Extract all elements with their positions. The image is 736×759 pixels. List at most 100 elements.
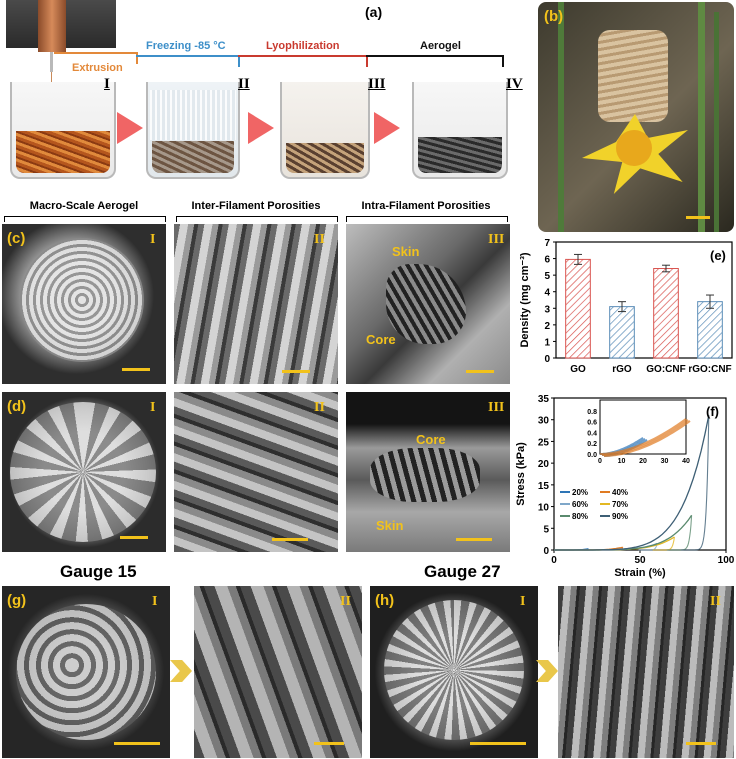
stage-label-extrusion: Extrusion (72, 62, 123, 74)
f-x-tick-label: 0 (551, 555, 557, 566)
f-inset-x-tick-label: 30 (661, 458, 669, 465)
f-inset-y-tick-label: 0.8 (587, 409, 597, 416)
stage-label-lyophilization: Lyophilization (266, 40, 340, 52)
gauge-15-title: Gauge 15 (60, 562, 137, 581)
extruder-syringe (38, 0, 66, 52)
f-inset-curve-40pct (599, 418, 687, 455)
stage-bracket-freezing (136, 55, 240, 67)
beaker-extrusion (10, 82, 116, 179)
column-bracket-macro (4, 216, 166, 222)
scale-bar-c-i (122, 368, 150, 371)
stage-bracket-extrusion (54, 52, 138, 64)
f-unload-70pct (652, 536, 675, 551)
f-x-tick-label: 100 (718, 555, 735, 566)
panel-d-numeral-ii: II (314, 400, 325, 415)
e-x-tick-label: GO (570, 364, 586, 375)
extruder-needle (50, 52, 53, 72)
f-y-tick-label: 30 (538, 416, 550, 427)
e-bar-rgo (609, 306, 635, 359)
column-header-macro: Macro-Scale Aerogel (29, 200, 139, 212)
f-unload-60pct (638, 543, 658, 551)
f-inset-x-tick-label: 0 (598, 458, 602, 465)
f-y-axis-label: Stress (kPa) (515, 442, 527, 506)
f-curve-90pct (554, 415, 710, 551)
numeral-iii: III (368, 76, 386, 92)
aerogel-cylinder (598, 30, 668, 122)
panel-g-label: (g) (7, 592, 27, 609)
stage-label-freezing: Freezing -85 °C (146, 40, 226, 52)
panel-g-numeral-ii: II (340, 594, 351, 609)
scale-bar-c-ii (282, 370, 310, 373)
f-inset-curve-40pct (601, 419, 689, 456)
leaf-3 (714, 12, 719, 232)
skin-label-c: Skin (392, 244, 420, 259)
f-x-axis: 0 50 100 (551, 550, 735, 566)
f-y-tick-label: 10 (538, 503, 550, 514)
column-header-intra: Intra-Filament Porosities (361, 200, 491, 212)
beaker-lyophilization (280, 82, 370, 179)
scale-bar-g-ii (314, 742, 344, 745)
panel-d-numeral-i: I (150, 400, 156, 415)
scale-bar-c-iii (466, 370, 494, 373)
f-inset-y-tick-label: 0.6 (587, 420, 597, 427)
panel-d-sem-intra: Core Skin III (346, 392, 510, 552)
f-legend-label: 20% (572, 488, 588, 497)
scale-bar-g-i (114, 742, 160, 745)
panel-f-label: (f) (706, 404, 719, 419)
column-bracket-inter (176, 216, 338, 222)
scale-bar-d-ii (272, 538, 308, 541)
panel-h-numeral-ii: II (710, 594, 721, 609)
stage-bracket-lyophilization (238, 55, 368, 67)
e-x-tick-label: GO:CNF (646, 364, 685, 375)
f-x-tick-label: 50 (634, 555, 646, 566)
f-legend-label: 80% (572, 512, 588, 521)
panel-c-label: (c) (7, 230, 26, 247)
panel-h-sem-i: (h) I (370, 586, 538, 758)
f-unload-90pct (680, 415, 710, 551)
process-arrow-1 (117, 112, 143, 144)
beaker-aerogel (412, 82, 508, 179)
panel-d-numeral-iii: III (488, 400, 505, 415)
panel-a-label: (a) (365, 4, 383, 20)
scale-bar-h-i (470, 742, 526, 745)
panel-g-sem-ii: II (194, 586, 362, 758)
filament-ball (20, 238, 144, 362)
core-label-d: Core (416, 432, 446, 447)
f-inset-curve-40pct (603, 420, 691, 457)
panel-d-sem-macro: (d) I (2, 392, 166, 552)
f-y-tick-label: 20 (538, 459, 550, 470)
panel-e-label: (e) (710, 248, 726, 263)
stage-bracket-aerogel (366, 55, 504, 67)
f-inset-x-tick-label: 40 (682, 458, 690, 465)
panel-c-numeral-iii: III (488, 232, 505, 247)
beaker-freezing (146, 82, 240, 179)
column-bracket-intra (346, 216, 508, 222)
e-plot-frame (555, 241, 733, 359)
core-label-c: Core (366, 332, 396, 347)
e-bar-go (565, 258, 591, 359)
e-bars (565, 253, 723, 359)
numeral-ii: II (238, 76, 250, 92)
porous-core-d (370, 448, 480, 502)
f-inset-y-tick-label: 0.0 (587, 452, 597, 459)
panel-g-sem-i: (g) I (2, 586, 170, 758)
process-arrow-3 (374, 112, 400, 144)
f-legend-label: 40% (612, 488, 628, 497)
porous-core (386, 264, 466, 344)
e-y-tick-label: 5 (544, 271, 550, 282)
e-y-tick-label: 2 (544, 321, 550, 332)
e-x-tick-label: rGO (612, 364, 632, 375)
f-y-tick-label: 5 (543, 524, 549, 535)
f-inset-y-tick-label: 0.4 (587, 430, 597, 437)
f-inset-x-tick-label: 10 (618, 458, 626, 465)
panel-c-sem-inter: II (174, 224, 338, 384)
e-y-tick-label: 3 (544, 304, 550, 315)
f-legend-label: 70% (612, 500, 628, 509)
f-x-axis-label: Strain (%) (614, 567, 666, 579)
zoom-chevron-h (536, 660, 558, 682)
